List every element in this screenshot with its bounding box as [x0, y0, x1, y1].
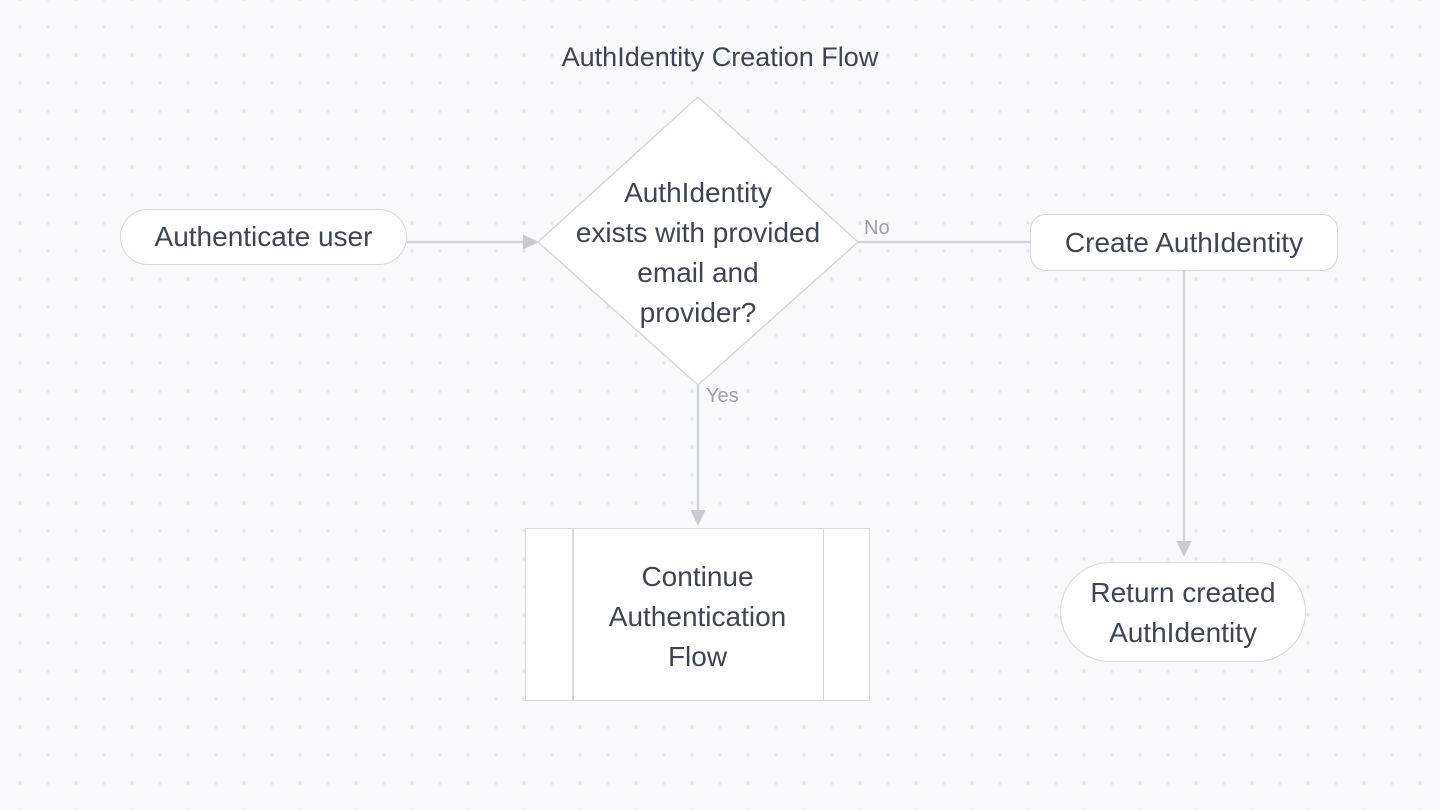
node-return-label-line: AuthIdentity: [1109, 617, 1257, 648]
node-continue-label-line: Flow: [667, 641, 728, 672]
node-decision-label-line: provider?: [639, 297, 757, 328]
node-authenticate-user[interactable]: Authenticate user: [120, 209, 407, 265]
arrowhead-into-continue-icon: [690, 510, 706, 526]
node-continue-authentication-flow[interactable]: [525, 528, 870, 701]
node-continue-label-line: Continue: [641, 561, 754, 592]
subroutine-inner-line-right: [822, 529, 824, 700]
node-decision-label-line: email and: [637, 257, 759, 288]
arrowhead-into-return-icon: [1176, 541, 1192, 557]
node-decision-label-line: AuthIdentity: [624, 177, 772, 208]
diagram-title: AuthIdentity Creation Flow: [561, 42, 879, 72]
node-continue-authentication-flow-label: Continue Authentication Flow: [525, 557, 870, 677]
edge-label-no: No: [864, 217, 890, 239]
edge-label-yes: Yes: [706, 385, 739, 407]
node-return-created-authidentity-label: Return created AuthIdentity: [1060, 573, 1306, 653]
node-decision-shape[interactable]: [536, 95, 860, 387]
node-return-created-authidentity[interactable]: [1060, 562, 1306, 662]
arrowhead-into-decision-icon: [523, 234, 539, 250]
node-decision-label: AuthIdentity exists with provided email …: [548, 173, 848, 333]
node-return-label-line: Return created: [1090, 577, 1276, 608]
node-continue-label-line: Authentication: [608, 601, 787, 632]
node-authenticate-user-label: Authenticate user: [154, 221, 373, 252]
subroutine-inner-line-left: [572, 529, 574, 700]
node-create-authidentity[interactable]: Create AuthIdentity: [1030, 214, 1338, 271]
node-create-authidentity-label: Create AuthIdentity: [1064, 226, 1304, 258]
node-decision-label-line: exists with provided: [575, 217, 821, 248]
